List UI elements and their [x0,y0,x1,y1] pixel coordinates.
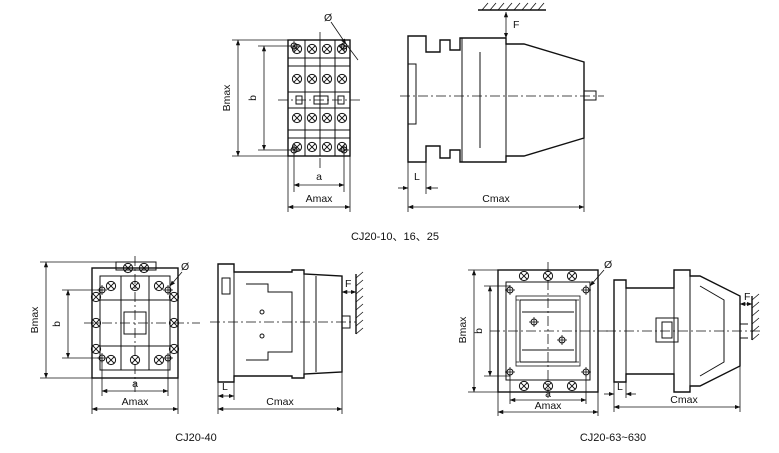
a-label: a [545,388,551,400]
l-label: L [617,381,623,393]
b-label: b [473,328,485,334]
cj20-40-side-view: F L Cmax [210,263,364,414]
b-label: b [247,95,259,101]
cj20-63-front-view: Ø Bmax b a Amax [457,259,612,416]
bmax-label: Bmax [29,306,41,334]
wall-hatch-icon [355,271,364,335]
f-label: F [513,19,519,31]
amax-label: Amax [122,396,150,408]
b-label: b [51,321,63,327]
a-label: a [316,171,322,183]
phi-label: Ø [604,259,612,271]
wall-hatch-icon [751,293,760,341]
l-label: L [414,171,420,183]
cmax-label: Cmax [670,394,698,406]
f-label: F [744,291,750,303]
cmax-label: Cmax [482,193,510,205]
caption-cj20-40: CJ20-40 [175,432,217,444]
wall-hatch-icon [481,2,545,11]
phi-label: Ø [324,12,332,24]
a-label: a [132,378,138,390]
cj20-10-side-view: F L Cmax [398,2,604,212]
cj20-10-front-view: Ø Bmax b a Amax [221,12,362,212]
cj20-40-front-view: Ø Bmax b a Amax [29,256,200,414]
amax-label: Amax [306,193,334,205]
cj20-63-side-view: F L Cmax [604,269,760,412]
amax-label: Amax [535,400,563,412]
caption-cj20-10: CJ20-10、16、25 [351,231,439,243]
bmax-label: Bmax [457,316,469,344]
caption-cj20-63: CJ20-63~630 [580,432,646,444]
bmax-label: Bmax [221,84,233,112]
cmax-label: Cmax [266,396,294,408]
f-label: F [345,278,351,290]
l-label: L [222,381,228,393]
phi-label: Ø [181,261,189,273]
